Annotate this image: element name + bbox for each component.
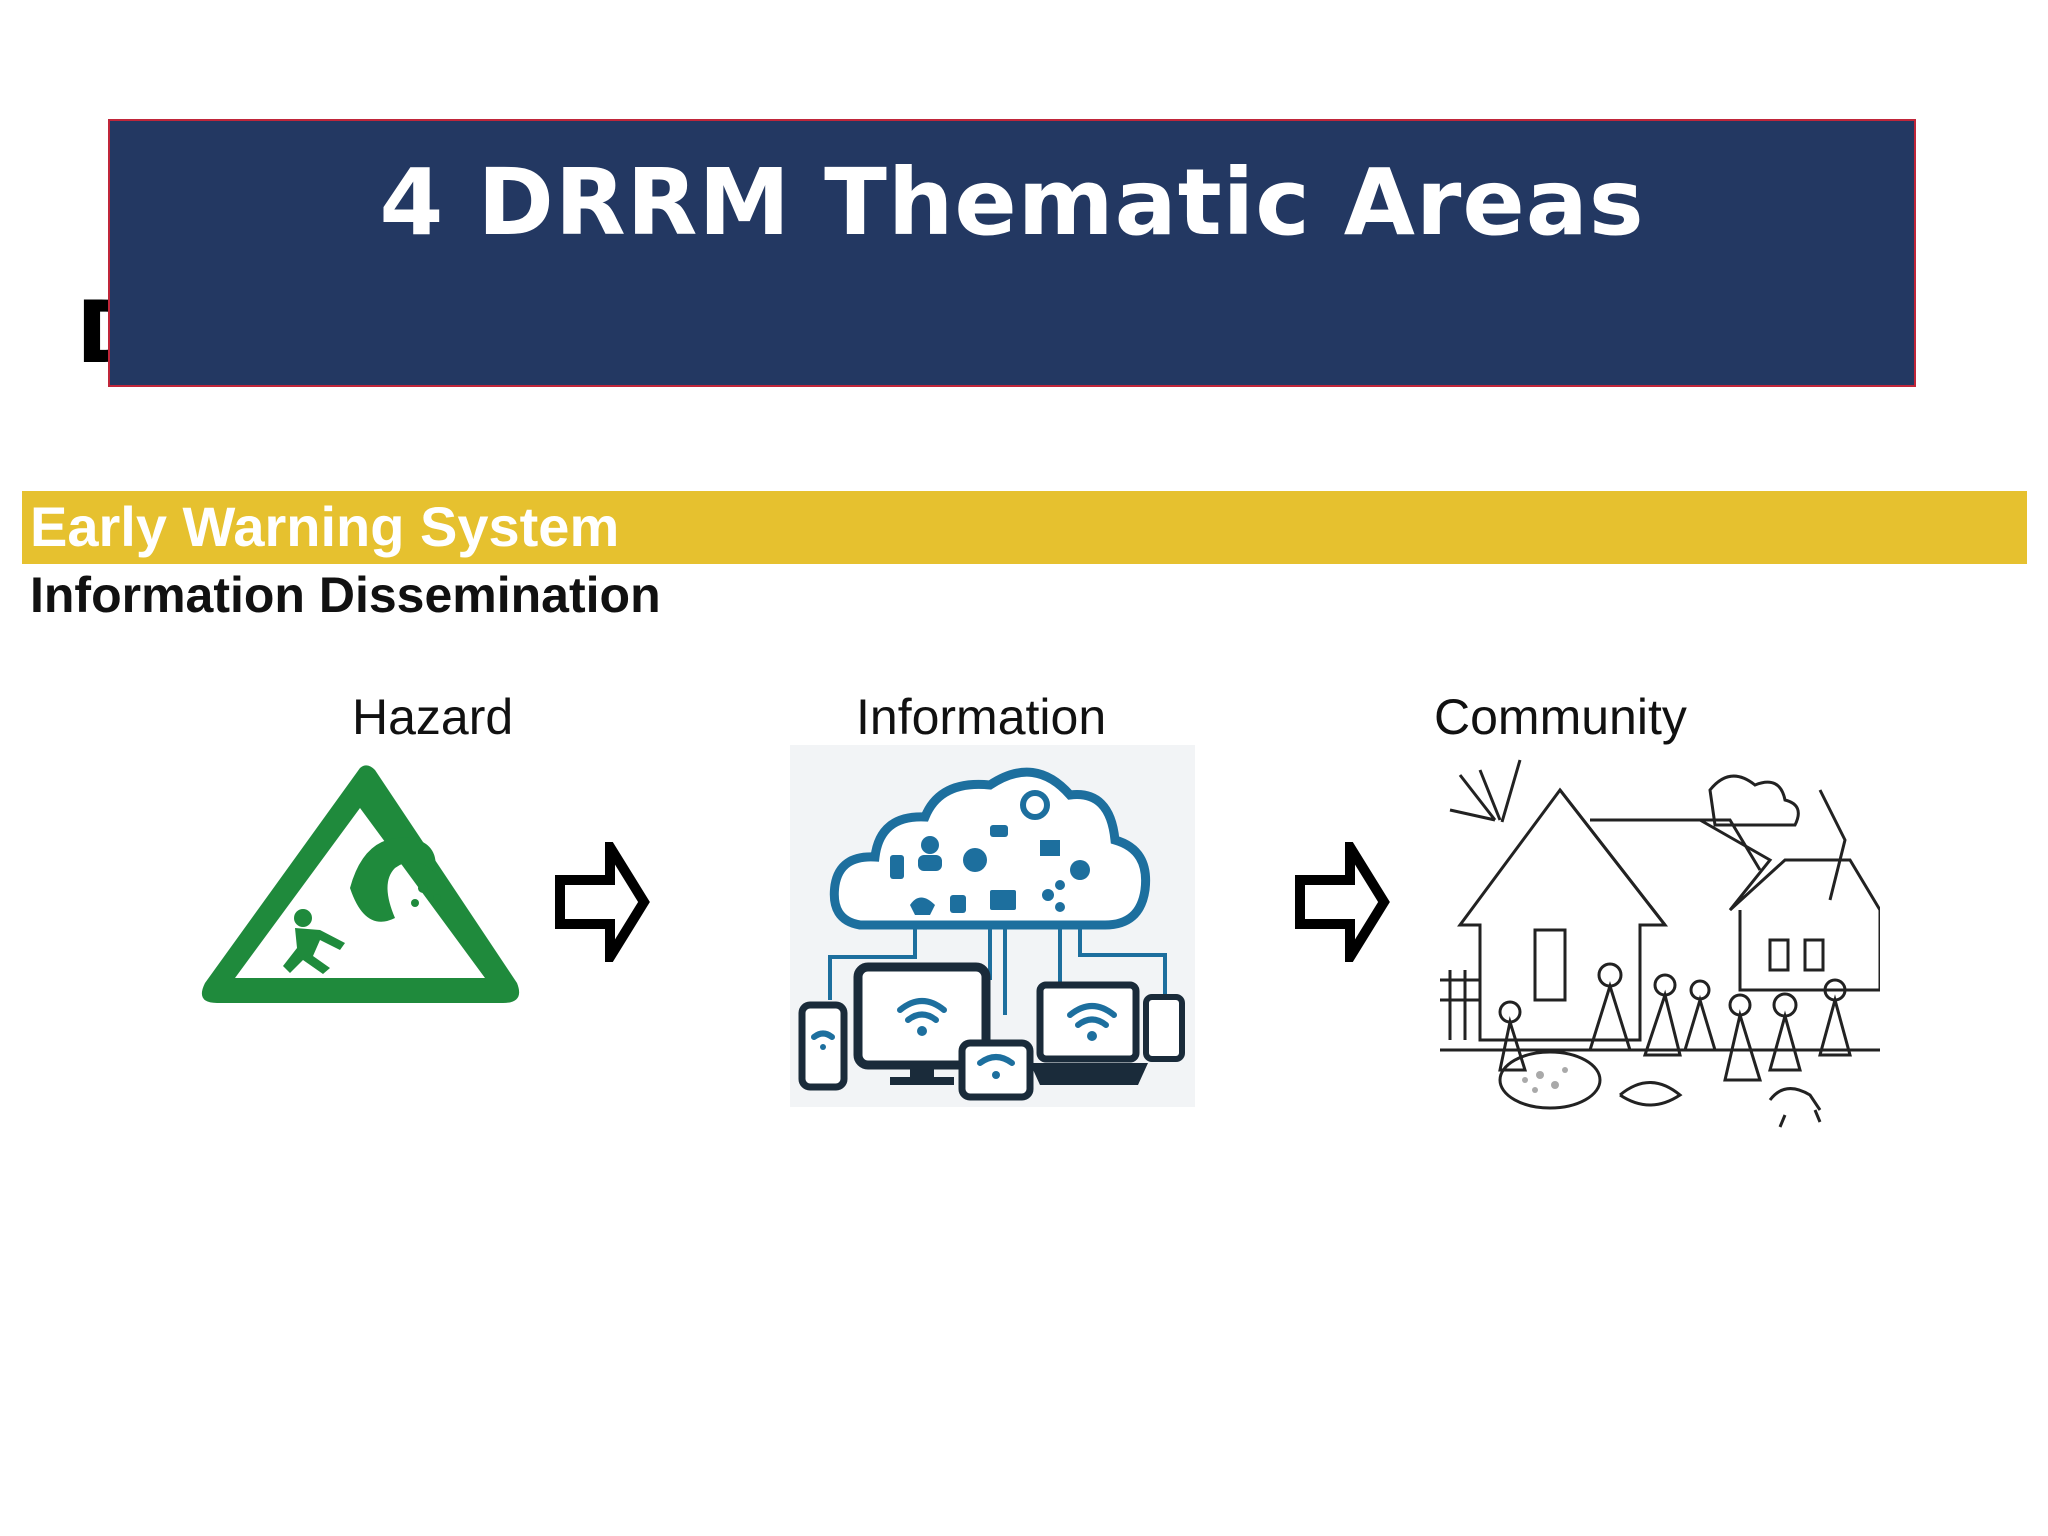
right-arrow-icon: [1295, 842, 1390, 962]
village-illustration: [1440, 759, 1880, 1128]
section-subtitle: Information Dissemination: [30, 567, 661, 623]
cloud-devices-icon: [790, 745, 1195, 1107]
hazard-label: Hazard: [352, 689, 514, 745]
early-warning-bar: Early Warning System: [22, 491, 2027, 564]
information-label: Information: [856, 689, 1107, 745]
early-warning-label: Early Warning System: [30, 495, 620, 558]
title-banner: 4 DRRM Thematic Areas: [108, 119, 1916, 387]
slide-title: 4 DRRM Thematic Areas: [379, 149, 1645, 256]
tsunami-warning-icon: [201, 765, 520, 1003]
community-label: Community: [1434, 689, 1687, 745]
right-arrow-icon: [555, 842, 650, 962]
